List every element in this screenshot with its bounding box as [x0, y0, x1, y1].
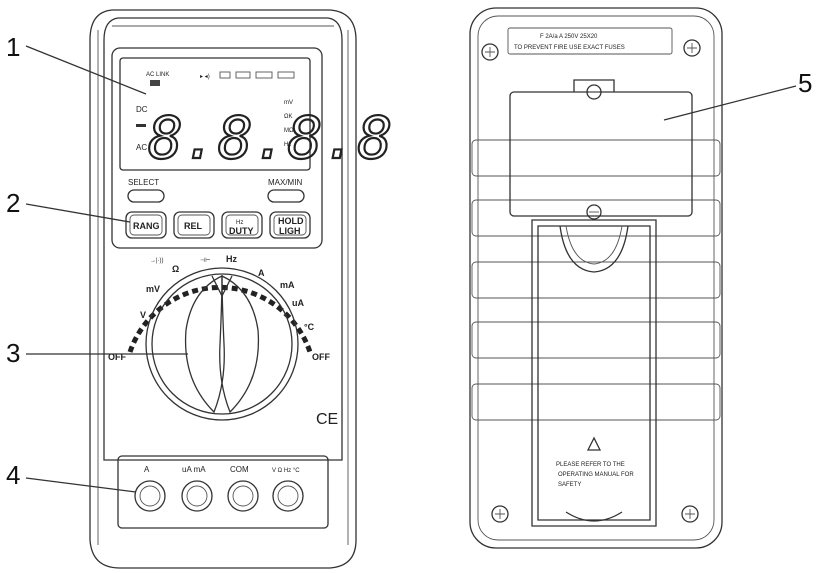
callout-3: 3: [6, 338, 188, 368]
jack-panel: [117, 455, 329, 529]
hz-duty-button[interactable]: Hz DUTY: [221, 211, 263, 239]
dial-v: V: [140, 310, 146, 320]
multimeter-front-view: AC LINK ▸ ◂) DC AC 8.8.8.8 mV ΩK MΩ Hz S…: [89, 9, 394, 569]
svg-text:→|·)): →|·)): [150, 258, 164, 264]
fuse-rating: F 2A/a A 250V 25X20: [540, 34, 598, 40]
battery-cover: [509, 91, 693, 217]
screw-top-left: [481, 43, 499, 61]
jack-label-ua-ma: uA mA: [182, 465, 206, 474]
screw-top-right: [683, 39, 701, 57]
screw-bottom-left: [491, 505, 509, 523]
jack-label-v-ohm: V Ω Hz °C: [272, 468, 300, 474]
hz-button-label: Hz: [236, 220, 243, 226]
callout-number-2: 2: [6, 188, 20, 218]
select-button[interactable]: [127, 189, 165, 203]
lcd-dc-indicator: DC: [136, 105, 148, 114]
dial-celsius: °C: [304, 322, 315, 332]
rang-button-label: RANG: [133, 221, 160, 231]
jack-label-com: COM: [230, 465, 249, 474]
lcd-ac-indicator: AC: [136, 143, 147, 152]
lcd-unit-mv: mV: [284, 100, 293, 106]
lcd-unit-hz: Hz: [284, 142, 291, 148]
fuse-label: [507, 27, 673, 55]
jack-v-ohm-hz[interactable]: [272, 480, 304, 512]
maxmin-label: MAX/MIN: [268, 178, 302, 187]
lcd-digits: 8.8.8.8: [148, 104, 392, 172]
tilt-stand[interactable]: PLEASE REFER TO THE OPERATING MANUAL FOR…: [531, 219, 657, 527]
stand-warning-line1: PLEASE REFER TO THE: [556, 462, 625, 468]
rotary-selector[interactable]: [127, 267, 313, 421]
lcd-unit-ohm-k: ΩK: [284, 114, 293, 120]
dial-ma: mA: [280, 280, 295, 290]
display-panel: [111, 47, 323, 249]
jack-com[interactable]: [227, 480, 259, 512]
rel-button-label: REL: [184, 221, 203, 231]
maxmin-button[interactable]: [267, 189, 305, 203]
dial-a: A: [258, 268, 265, 278]
dial-mv: mV: [146, 284, 160, 294]
callout-number-1: 1: [6, 32, 20, 62]
hold-button-label: HOLD: [278, 216, 304, 226]
jack-label-a: A: [144, 465, 150, 474]
lcd-screen: [119, 57, 311, 171]
light-button-label: LIGH: [279, 226, 301, 236]
dial-off-right: OFF: [312, 352, 330, 362]
duty-button-label: DUTY: [229, 226, 254, 236]
rang-button[interactable]: RANG: [125, 211, 167, 239]
svg-text:▸ ◂): ▸ ◂): [200, 74, 210, 80]
callout-1: 1: [6, 32, 147, 95]
jack-a[interactable]: [134, 480, 166, 512]
dial-hz: Hz: [226, 254, 237, 264]
select-label: SELECT: [128, 178, 159, 187]
callout-number-5: 5: [798, 68, 812, 98]
battery-cover-screw-top[interactable]: [586, 84, 602, 100]
stand-warning-line2: OPERATING MANUAL FOR: [558, 472, 634, 478]
battery-cover-screw-bottom[interactable]: [586, 204, 602, 220]
dial-ohm: Ω: [172, 264, 179, 274]
hold-light-button[interactable]: HOLD LIGH: [269, 211, 311, 239]
callout-2: 2: [6, 188, 131, 223]
svg-text:AC LINK: AC LINK: [146, 72, 169, 78]
callout-5: 5: [663, 68, 812, 121]
dial-ua: uA: [292, 298, 304, 308]
svg-text:⊣⊢: ⊣⊢: [200, 257, 210, 264]
screw-bottom-right: [681, 505, 699, 523]
stand-warning-line3: SAFETY: [558, 482, 581, 488]
lcd-unit-mohm: MΩ: [284, 128, 294, 134]
callout-4: 4: [6, 460, 137, 493]
dial-off-left: OFF: [108, 352, 126, 362]
multimeter-back-view: F 2A/a A 250V 25X20 TO PREVENT FIRE USE …: [469, 7, 723, 549]
callout-number-4: 4: [6, 460, 20, 490]
callout-number-3: 3: [6, 338, 20, 368]
rel-button[interactable]: REL: [173, 211, 215, 239]
ce-mark: CE: [316, 411, 338, 428]
fuse-warning: TO PREVENT FIRE USE EXACT FUSES: [514, 45, 625, 51]
jack-ua-ma[interactable]: [181, 480, 213, 512]
